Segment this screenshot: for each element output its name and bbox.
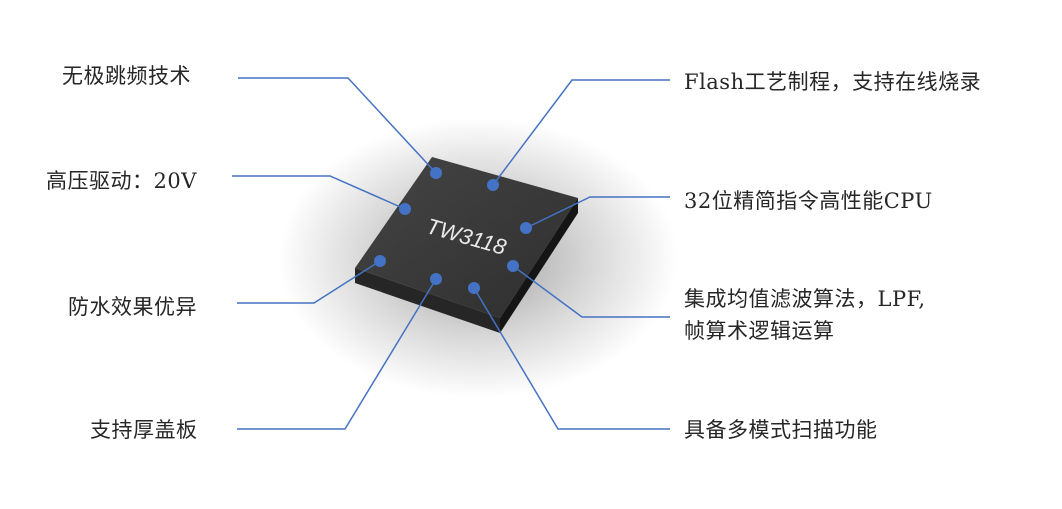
pin-dot-6 xyxy=(520,222,532,234)
pin-dot-5 xyxy=(487,179,499,191)
leader-line-right-4 xyxy=(473,287,670,430)
leader-line-left-2 xyxy=(232,175,406,210)
leader-line-left-4 xyxy=(237,278,437,430)
pin-dot-7 xyxy=(507,260,519,272)
leader-line-left-1 xyxy=(238,77,437,174)
feature-right-2: 32位精简指令高性能CPU xyxy=(684,189,933,213)
pin-dot-4 xyxy=(430,273,442,285)
chip-side-left xyxy=(355,268,500,333)
feature-left-3: 防水效果优异 xyxy=(68,295,197,319)
feature-left-1: 无极跳频技术 xyxy=(62,64,191,88)
feature-right-4: 具备多模式扫描功能 xyxy=(684,418,878,442)
chip: TW3118 xyxy=(355,157,578,333)
feature-right-3b: 帧算术逻辑运算 xyxy=(684,319,835,343)
leader-line-left-3 xyxy=(237,260,381,304)
pin-dot-1 xyxy=(430,167,442,179)
leader-line-right-2 xyxy=(525,196,670,229)
pin-dot-2 xyxy=(399,203,411,215)
feature-left-2: 高压驱动：20V xyxy=(46,169,197,193)
pin-dot-3 xyxy=(374,255,386,267)
chip-top xyxy=(355,157,578,318)
feature-left-4: 支持厚盖板 xyxy=(90,418,198,442)
leader-line-right-1 xyxy=(492,79,670,186)
feature-right-3a: 集成均值滤波算法，LPF, xyxy=(684,287,926,311)
feature-right-1: Flash工艺制程，支持在线烧录 xyxy=(684,70,982,94)
leader-line-right-3 xyxy=(512,265,670,318)
leader-lines xyxy=(232,77,670,430)
chip-side-right xyxy=(500,198,578,333)
pin-dot-8 xyxy=(468,282,480,294)
pin-dots xyxy=(374,167,532,294)
